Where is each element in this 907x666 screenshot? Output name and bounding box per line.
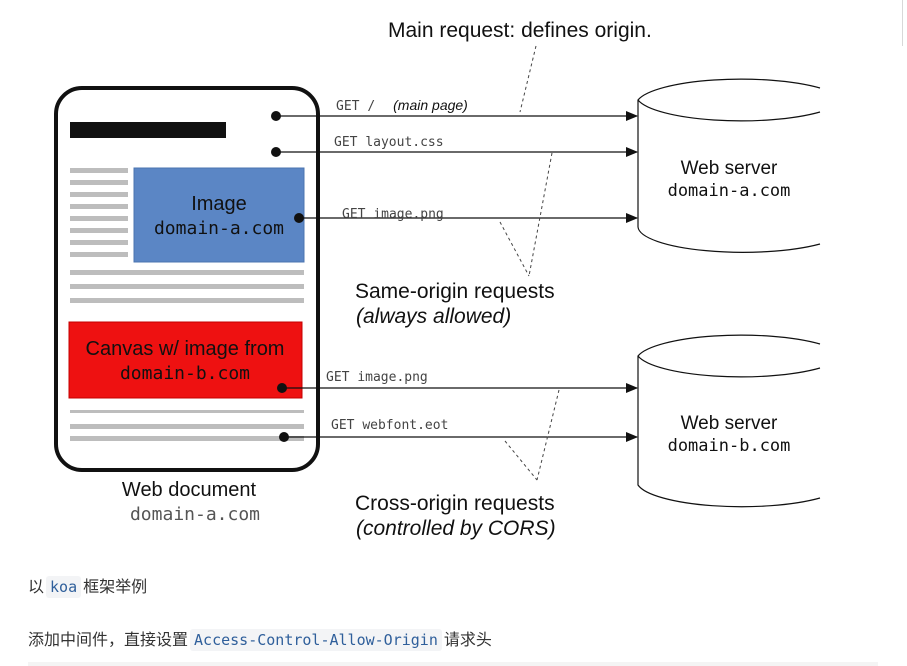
web-server-a-body [638, 79, 820, 249]
web-server-b-title: Web server [681, 413, 778, 434]
cross-origin-subcaption: (controlled by CORS) [356, 517, 556, 540]
same-origin-subcaption: (always allowed) [356, 305, 511, 328]
scrollbar-edge [902, 0, 903, 46]
canvas-box-label: Canvas w/ image from [86, 338, 285, 360]
web-server-a-title: Web server [681, 158, 778, 179]
request-label-webfont: GET webfont.eot [331, 418, 448, 433]
request-origins [271, 111, 304, 442]
inline-code-koa: koa [46, 576, 82, 598]
para2-text-before: 添加中间件，直接设置 [28, 630, 189, 649]
para2-text-after: 请求头 [443, 630, 492, 649]
text-lines-full [70, 270, 304, 441]
web-server-b: Web server domain-b.com [637, 334, 821, 508]
para1-text-before: 以 [28, 577, 45, 596]
web-document: Image domain-a.com Canvas w/ image from … [54, 86, 320, 472]
web-server-a-outline [637, 78, 821, 253]
request-arrows [276, 111, 638, 442]
web-server-b-origin: domain-b.com [668, 436, 791, 456]
web-document-origin: domain-a.com [130, 504, 260, 525]
cors-diagram: Main request: defines origin. Image doma… [54, 19, 821, 540]
cross-origin-callout-lines [504, 389, 560, 481]
canvas-box [68, 321, 303, 399]
web-document-title: Web document [122, 479, 257, 501]
web-server-a-origin: domain-a.com [668, 181, 791, 201]
main-request-label: Main request: defines origin. [388, 19, 652, 42]
main-request-pointer [519, 45, 537, 113]
text-lines-left [70, 168, 128, 257]
request-label-image-b: GET image.png [326, 370, 428, 385]
web-server-a: Web server domain-a.com [637, 78, 821, 253]
image-box-origin: domain-a.com [154, 218, 284, 239]
cross-origin-caption: Cross-origin requests [355, 492, 555, 515]
inline-code-header: Access-Control-Allow-Origin [190, 629, 442, 651]
same-origin-callout-lines [499, 152, 553, 277]
code-block-edge [28, 662, 878, 666]
request-label-layout-css: GET layout.css [334, 135, 444, 150]
para1-text-after: 框架举例 [83, 577, 148, 596]
image-box [133, 167, 305, 263]
request-label-image-a: GET image.png [342, 207, 444, 222]
same-origin-caption: Same-origin requests [355, 280, 555, 303]
web-server-b-outline [637, 334, 821, 508]
canvas-box-origin: domain-b.com [120, 363, 250, 384]
request-label-main-page: GET /(main page) [336, 97, 468, 114]
image-box-label: Image [191, 193, 247, 215]
page-heading-bar [70, 122, 226, 138]
